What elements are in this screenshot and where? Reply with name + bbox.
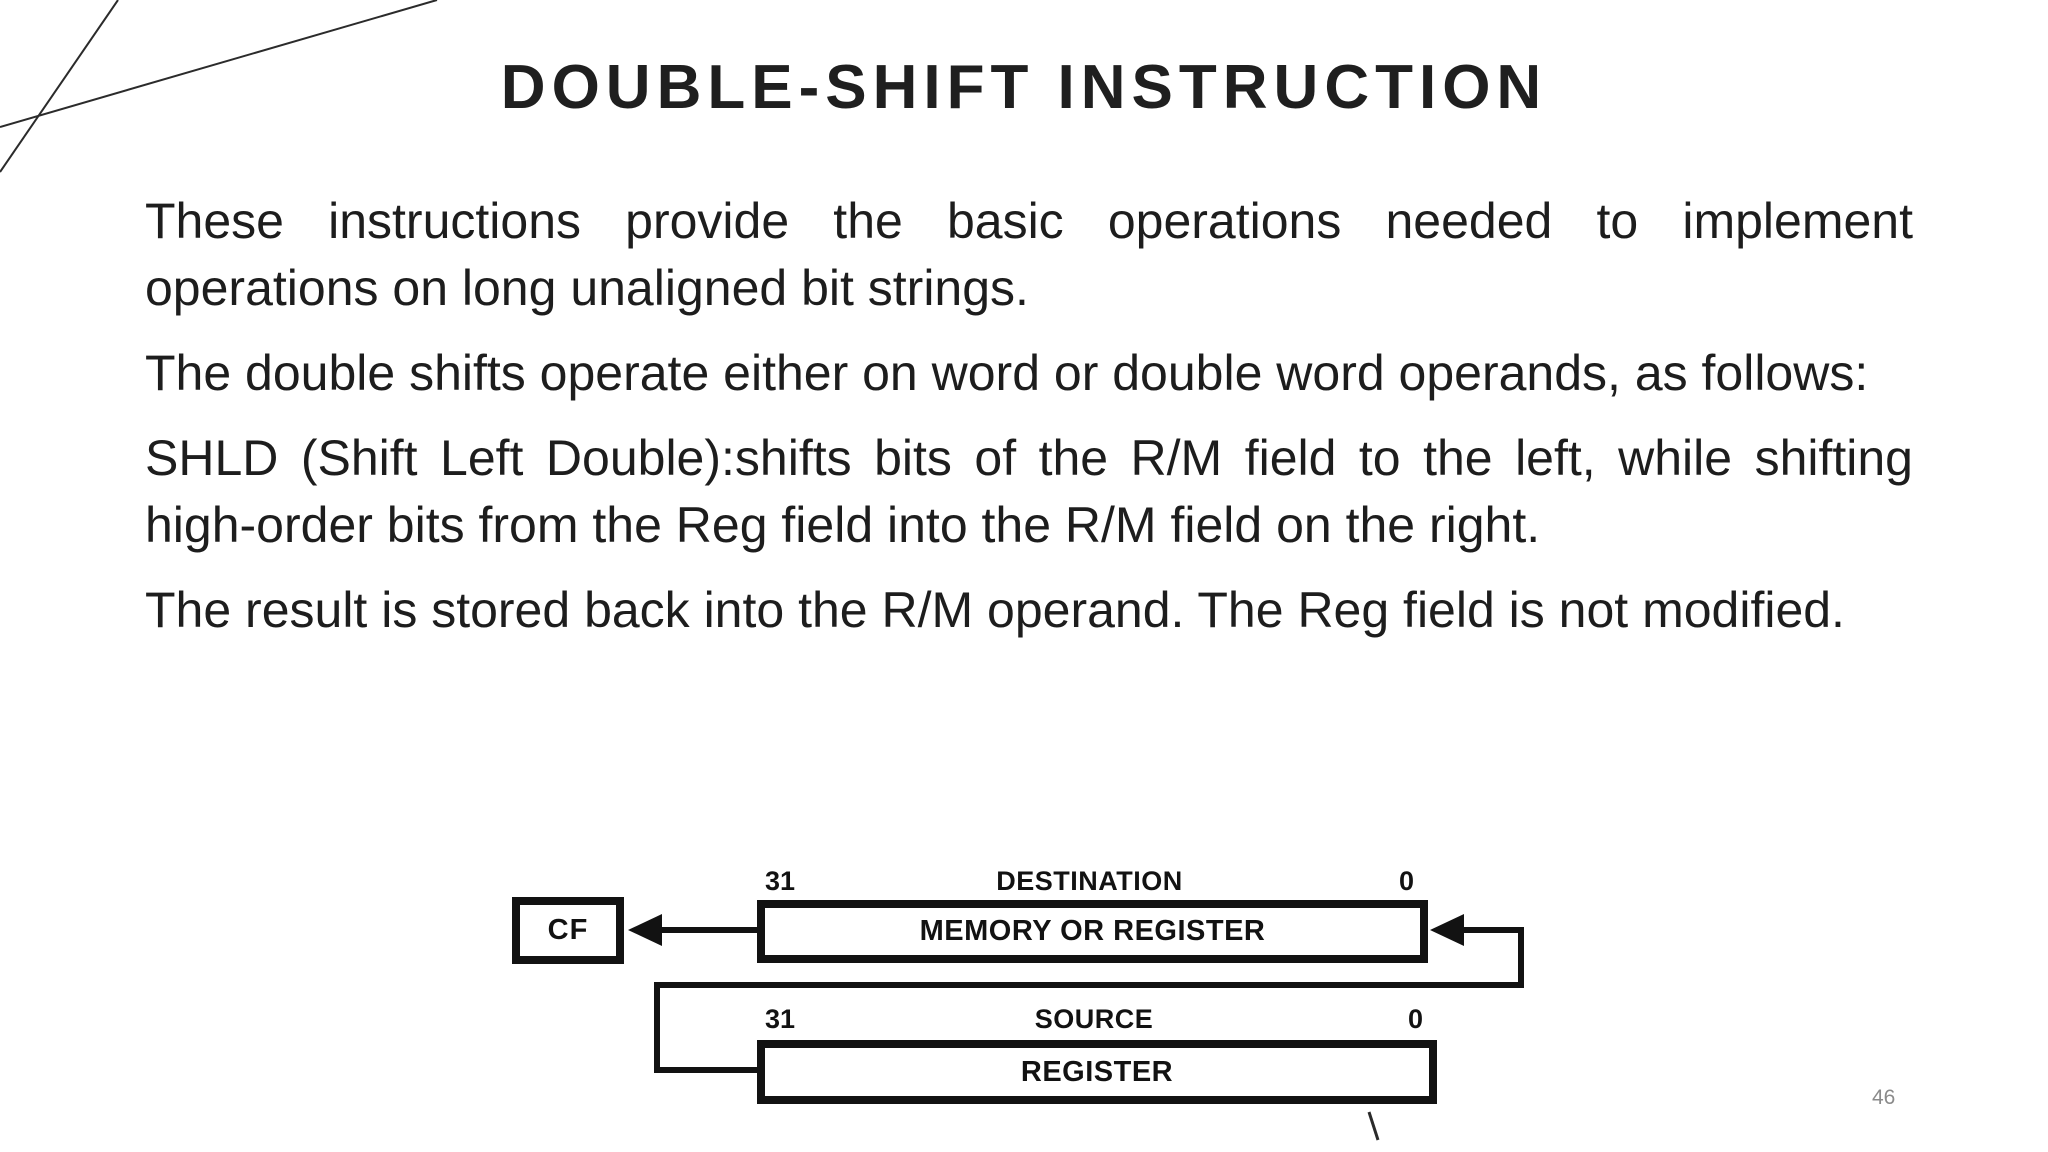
source-bit-0: 0 bbox=[1407, 1004, 1423, 1034]
paragraph-double-shifts: The double shifts operate either on word… bbox=[145, 345, 1869, 401]
destination-box-label: MEMORY OR REGISTER bbox=[919, 915, 1266, 947]
source-bit-31: 31 bbox=[765, 1004, 796, 1034]
paragraph-result: The result is stored back into the R/M o… bbox=[145, 582, 1845, 638]
paragraph-basic-operations: These instructions provide the basic ope… bbox=[145, 193, 1913, 316]
slide-title: DOUBLE-SHIFT INSTRUCTION bbox=[500, 53, 1548, 122]
body-text: These instructions provide the basic ope… bbox=[145, 188, 1913, 662]
page-number: 46 bbox=[1872, 1086, 1896, 1109]
arrowhead-into-cf-icon bbox=[628, 914, 662, 946]
source-title: SOURCE bbox=[1034, 1004, 1154, 1034]
arrowhead-into-dest-icon bbox=[1430, 914, 1464, 946]
paragraph-shld: SHLD (Shift Left Double):shifts bits of … bbox=[145, 430, 1913, 553]
destination-bit-0: 0 bbox=[1398, 866, 1414, 896]
cf-label: CF bbox=[547, 914, 589, 946]
destination-bit-labels: 31 DESTINATION 0 bbox=[757, 866, 1428, 897]
cf-flag-box: CF bbox=[512, 897, 624, 964]
destination-box: MEMORY OR REGISTER bbox=[757, 900, 1428, 963]
source-register-box: REGISTER bbox=[757, 1040, 1437, 1104]
destination-bit-31: 31 bbox=[765, 866, 796, 896]
destination-title: DESTINATION bbox=[996, 866, 1183, 896]
stray-scan-mark bbox=[1367, 1111, 1380, 1141]
source-bit-labels: 31 SOURCE 0 bbox=[757, 1004, 1437, 1035]
source-register-label: REGISTER bbox=[1020, 1055, 1174, 1088]
